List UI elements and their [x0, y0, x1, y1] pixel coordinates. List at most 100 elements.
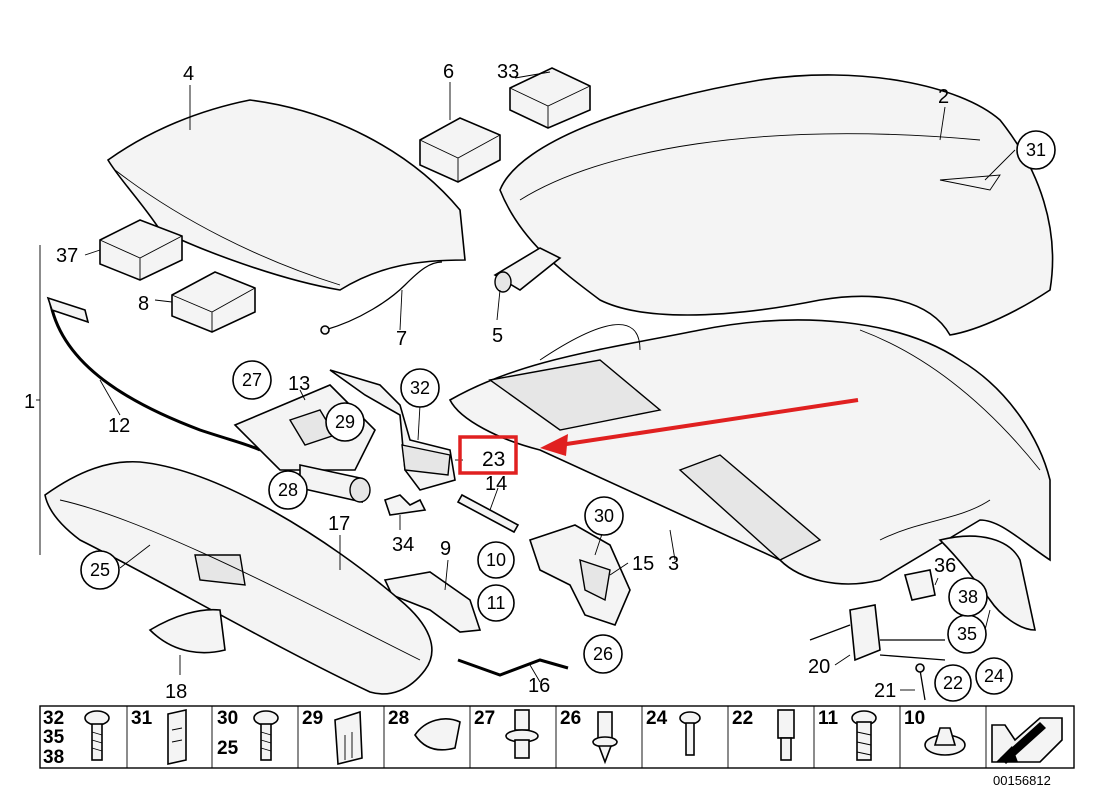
circled-callout-11: 11 — [477, 584, 515, 622]
leader-lines — [36, 71, 1016, 691]
bracket-part-36 — [903, 569, 936, 601]
screw-icon — [253, 710, 279, 761]
legend-label-10: 10 — [904, 708, 925, 729]
legend-label-29: 29 — [302, 708, 323, 729]
callout-6: 6 — [443, 61, 454, 83]
callout-5: 5 — [492, 325, 503, 347]
box-part-37 — [99, 219, 183, 281]
screw-icon — [84, 710, 110, 761]
clamp-icon — [414, 718, 461, 751]
latch-part-15 — [528, 524, 631, 626]
legend-label-32: 32 — [43, 708, 64, 729]
seal-part-12 — [46, 296, 261, 452]
svg-text:28: 28 — [278, 480, 298, 500]
stud-icon — [592, 711, 618, 765]
tray-part-17 — [44, 460, 433, 695]
callout-15: 15 — [632, 553, 654, 575]
document-number: 00156812 — [993, 773, 1051, 788]
clip-part-34 — [383, 494, 427, 516]
callout-21: 21 — [874, 680, 896, 702]
callout-2: 2 — [938, 86, 949, 108]
callout-13: 13 — [288, 373, 310, 395]
callout-33: 33 — [497, 61, 519, 83]
svg-text:31: 31 — [1026, 140, 1046, 160]
callout-36: 36 — [934, 555, 956, 577]
pin-part-14 — [456, 493, 520, 534]
legend-label-27: 27 — [474, 708, 495, 729]
frame-part-3 — [448, 319, 1051, 585]
svg-text:35: 35 — [957, 624, 977, 644]
box-part-33 — [509, 67, 591, 129]
circled-callout-38: 38 — [948, 577, 988, 617]
legend-label-22: 22 — [732, 708, 753, 729]
callout-1: 1 — [24, 391, 35, 413]
circled-callout-26: 26 — [583, 634, 623, 674]
callout-37: 37 — [56, 245, 78, 267]
circled-callout-10: 10 — [477, 541, 515, 579]
svg-text:32: 32 — [410, 378, 430, 398]
cable-part-7 — [320, 261, 443, 335]
svg-text:24: 24 — [984, 666, 1004, 686]
trim-part-35 — [938, 535, 1036, 631]
clip-icon — [334, 710, 363, 766]
box-part-6 — [419, 117, 501, 183]
svg-text:29: 29 — [335, 412, 355, 432]
svg-text:27: 27 — [242, 370, 262, 390]
svg-text:25: 25 — [90, 560, 110, 580]
legend-label-24: 24 — [646, 708, 668, 729]
circled-callout-35: 35 — [947, 614, 987, 654]
stud-icon — [505, 709, 539, 759]
soft-top-part-2 — [499, 74, 1054, 336]
screw-icon — [679, 711, 701, 756]
callout-7: 7 — [396, 328, 407, 350]
svg-text:30: 30 — [594, 506, 614, 526]
bracket-part-5 — [493, 247, 562, 293]
fastener-legend: 32 35 38 31 30 25 29 28 — [39, 705, 1075, 769]
circled-callout-24: 24 — [975, 657, 1013, 695]
callout-20: 20 — [808, 656, 830, 678]
spacer-icon — [777, 709, 795, 761]
callout-34: 34 — [392, 534, 414, 556]
hinge-part-9 — [383, 571, 482, 633]
sensor-part-20 — [809, 604, 946, 662]
highlight-arrow — [540, 398, 859, 456]
circled-callout-32: 32 — [400, 368, 440, 408]
screw-part-21 — [915, 663, 926, 701]
box-part-8 — [171, 271, 256, 333]
cover-part-18 — [148, 608, 226, 654]
callout-8: 8 — [138, 293, 149, 315]
circled-callout-30: 30 — [584, 496, 624, 536]
svg-text:26: 26 — [593, 644, 613, 664]
svg-text:11: 11 — [487, 593, 506, 613]
legend-label-25: 25 — [217, 738, 239, 759]
circled-callout-27: 27 — [232, 360, 272, 400]
svg-text:38: 38 — [958, 587, 978, 607]
rod-part-16 — [457, 658, 569, 677]
highlight-box — [458, 435, 518, 475]
callout-16: 16 — [528, 675, 550, 697]
legend-label-31: 31 — [131, 708, 153, 729]
callout-12: 12 — [108, 415, 130, 437]
circled-callout-28: 28 — [268, 470, 308, 510]
legend-label-11: 11 — [818, 708, 839, 729]
circled-callout-29: 29 — [325, 402, 365, 442]
legend-label-30: 30 — [217, 708, 238, 729]
callout-9: 9 — [440, 538, 451, 560]
circled-callout-22: 22 — [934, 664, 972, 702]
grommet-icon — [924, 727, 966, 756]
direction-arrow-icon — [991, 717, 1063, 764]
callout-4: 4 — [183, 63, 194, 85]
legend-label-38: 38 — [43, 747, 64, 768]
callout-18: 18 — [165, 681, 187, 703]
legend-label-35: 35 — [43, 727, 65, 748]
callout-14: 14 — [485, 473, 507, 495]
legend-label-26: 26 — [560, 708, 581, 729]
legend-label-28: 28 — [388, 708, 409, 729]
bracket-part-32 — [329, 369, 456, 491]
callout-23: 23 — [482, 448, 505, 471]
svg-text:22: 22 — [943, 673, 963, 693]
circled-callout-31: 31 — [1016, 130, 1056, 170]
bolt-icon — [851, 710, 877, 761]
svg-text:10: 10 — [486, 550, 506, 570]
